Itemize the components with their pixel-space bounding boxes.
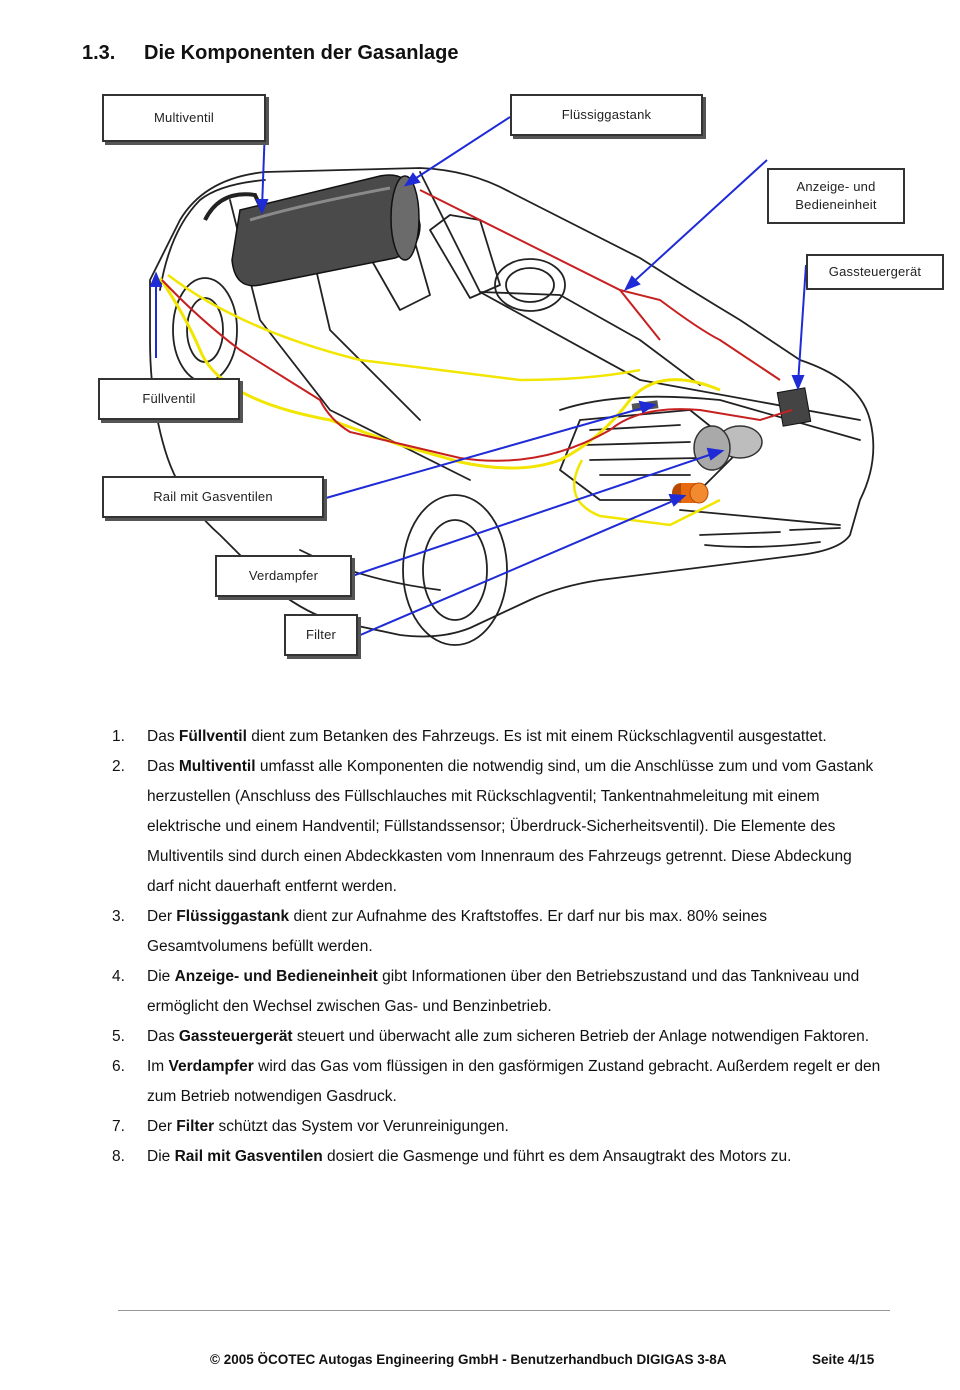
- label-gassteuergeraet: Gassteuergerät: [806, 254, 944, 290]
- label-rail-gasventile: Rail mit Gasventilen: [102, 476, 324, 518]
- list-item: 4.Die Anzeige- und Bedieneinheit gibt In…: [112, 968, 860, 1015]
- list-item: 7.Der Filter schützt das System vor Veru…: [112, 1118, 509, 1135]
- list-item: 6.Im Verdampfer wird das Gas vom flüssig…: [112, 1058, 881, 1105]
- car-component-diagram: Multiventil Flüssiggastank Anzeige- und …: [0, 80, 960, 680]
- label-fluessiggastank: Flüssiggastank: [510, 94, 703, 136]
- label-verdampfer: Verdampfer: [215, 555, 352, 597]
- footer-rule: [118, 1310, 890, 1311]
- section-number: 1.3.: [82, 42, 116, 64]
- list-item: 2.Das Multiventil umfasst alle Komponent…: [112, 758, 874, 895]
- list-item: 3.Der Flüssiggastank dient zur Aufnahme …: [112, 908, 768, 955]
- label-anzeige-bedieneinheit: Anzeige- und Bedieneinheit: [767, 168, 905, 224]
- label-multiventil: Multiventil: [102, 94, 266, 142]
- section-heading: 1.3. Die Komponenten der Gasanlage: [82, 42, 459, 65]
- footer-copyright: © 2005 ÖCOTEC Autogas Engineering GmbH -…: [210, 1352, 727, 1367]
- vaporizer: [693, 425, 763, 471]
- list-item: 8.Die Rail mit Gasventilen dosiert die G…: [112, 1148, 792, 1165]
- label-fuellventil: Füllventil: [98, 378, 240, 420]
- component-list: 1.Das Füllventil dient zum Betanken des …: [112, 722, 882, 1172]
- list-item: 1.Das Füllventil dient zum Betanken des …: [112, 728, 827, 745]
- car-illustration: [149, 99, 875, 646]
- list-item: 5.Das Gassteuergerät steuert und überwac…: [112, 1028, 870, 1045]
- section-title: Die Komponenten der Gasanlage: [144, 42, 459, 64]
- lpg-tank: [231, 174, 421, 287]
- label-filter: Filter: [284, 614, 358, 656]
- page-number: Seite 4/15: [812, 1352, 875, 1367]
